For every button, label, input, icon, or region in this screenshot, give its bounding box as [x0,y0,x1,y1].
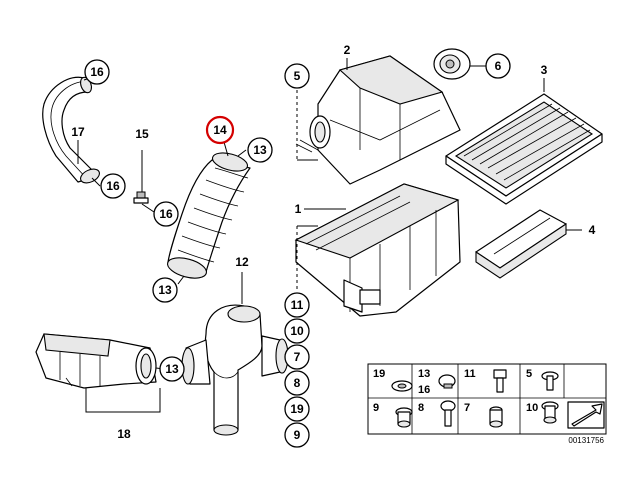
fastener-legend: 19 13 16 11 5 9 8 7 [367,363,607,435]
legend-num-7: 7 [464,402,470,414]
svg-text:11: 11 [291,298,304,312]
intake-hose [166,152,251,279]
lower-intake-duct [35,333,161,413]
label-15: 15 [135,127,149,141]
callout-10: 10 [284,318,310,344]
callout-7: 7 [284,344,310,370]
legend-num-8: 8 [418,402,424,414]
callout-5: 5 [284,63,310,89]
svg-text:9: 9 [294,428,301,442]
grommet-part [433,48,486,80]
bolt-part [133,150,149,204]
legend-num-10: 10 [526,402,538,414]
callout-19: 19 [284,396,310,422]
callout-6: 6 [485,53,511,79]
legend-num-16: 16 [418,384,430,396]
callout-13-duct: 13 [159,356,185,382]
intake-elbow [181,272,289,436]
legend-grommet-icon [395,407,413,428]
diagram-id: 00131756 [568,436,604,445]
direction-arrow-icon [567,401,605,429]
label-3: 3 [541,63,548,77]
legend-num-5: 5 [526,368,532,380]
label-17: 17 [71,125,85,139]
svg-text:6: 6 [495,59,502,73]
legend-rivet-icon [440,400,456,427]
svg-text:8: 8 [294,376,301,390]
svg-text:10: 10 [290,324,304,338]
legend-spacer-icon [489,406,503,428]
label-18: 18 [117,427,131,441]
callout-16-clip: 16 [153,201,179,227]
label-2: 2 [344,43,351,57]
duct-cover [475,209,582,279]
svg-text:14: 14 [213,123,227,137]
svg-text:13: 13 [165,362,179,376]
svg-text:5: 5 [294,69,301,83]
svg-text:13: 13 [158,283,172,297]
legend-bolt-icon [493,369,507,393]
legend-num-11: 11 [464,368,476,380]
svg-text:7: 7 [294,350,301,364]
air-cleaner-housing [294,183,461,317]
svg-text:19: 19 [290,402,304,416]
callout-8: 8 [284,370,310,396]
svg-text:16: 16 [159,207,173,221]
svg-text:16: 16 [90,65,104,79]
svg-text:13: 13 [253,143,267,157]
svg-text:16: 16 [106,179,120,193]
legend-num-19: 19 [373,368,385,380]
callout-16-mid: 16 [100,173,126,199]
callout-13-hose-bottom: 13 [152,277,178,303]
legend-nut-icon [541,401,559,424]
legend-screw-icon [541,371,559,391]
label-12: 12 [235,255,249,269]
air-filter-element [445,78,603,205]
label-4: 4 [589,223,596,237]
callout-14-highlighted: 14 [205,115,235,145]
label-1: 1 [295,202,302,216]
callout-13-hose-top: 13 [247,137,273,163]
legend-num-9: 9 [373,402,379,414]
legend-num-13: 13 [418,368,430,380]
callout-9: 9 [284,422,310,448]
callout-16-top: 16 [84,59,110,85]
air-cleaner-cover [295,55,461,185]
callout-11: 11 [284,292,310,318]
breather-hose [42,76,100,184]
